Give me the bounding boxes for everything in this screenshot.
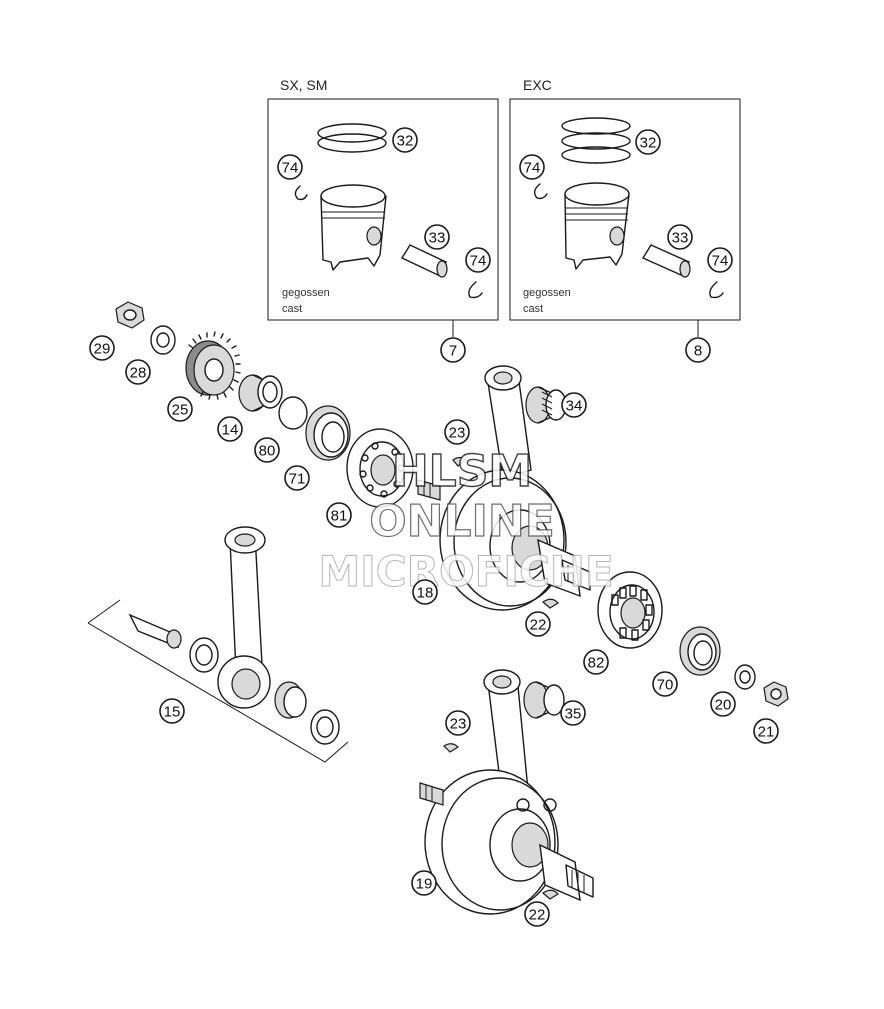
callout-20[interactable]: 20 (710, 691, 736, 717)
svg-text:23: 23 (449, 425, 466, 442)
washer-shape (150, 325, 176, 355)
nut-shape (115, 301, 145, 329)
svg-text:25: 25 (172, 402, 189, 419)
callout-22-upper[interactable]: 22 (525, 611, 551, 637)
variant-note-de-sx-sm: gegossen (282, 287, 330, 299)
crankshaft-assembly-shape (417, 365, 591, 611)
conrod-kit-shape (87, 526, 349, 763)
needle-bearing-lower-shape (523, 681, 565, 719)
svg-text:32: 32 (397, 133, 414, 150)
callout-74-exc-left[interactable]: 74 (519, 154, 545, 180)
main-bearing-left-shape (346, 428, 414, 508)
svg-text:74: 74 (282, 160, 299, 177)
callout-group: 32 74 33 74 32 74 33 74 7 8 29 28 25 14 … (89, 127, 779, 927)
callout-80[interactable]: 80 (254, 437, 280, 463)
o-ring-shape (278, 396, 308, 430)
callout-25[interactable]: 25 (167, 396, 193, 422)
callout-7[interactable]: 7 (440, 337, 466, 363)
svg-text:23: 23 (450, 716, 467, 733)
watermark-line-1: HLSM (392, 446, 532, 497)
circlip-shape (294, 185, 308, 201)
svg-text:29: 29 (94, 341, 111, 358)
callout-74-exc-right[interactable]: 74 (707, 247, 733, 273)
svg-text:74: 74 (524, 160, 541, 177)
svg-text:82: 82 (588, 655, 605, 672)
svg-text:34: 34 (566, 398, 583, 415)
svg-text:70: 70 (657, 677, 674, 694)
callout-82[interactable]: 82 (583, 649, 609, 675)
variant-box-exc: EXC gegossen cast (509, 77, 741, 321)
callout-74-sx-right[interactable]: 74 (465, 247, 491, 273)
variant-title-sx-sm: SX, SM (280, 77, 327, 93)
callout-33-exc[interactable]: 33 (667, 224, 693, 250)
variant-note-en-exc: cast (523, 303, 543, 315)
svg-text:22: 22 (530, 617, 547, 634)
piston-pin-shape (400, 244, 448, 278)
watermark-line-3: MICROFICHE (318, 547, 613, 596)
svg-text:7: 7 (449, 343, 457, 360)
callout-32-sx[interactable]: 32 (392, 127, 418, 153)
callout-74-sx-left[interactable]: 74 (277, 154, 303, 180)
callout-21[interactable]: 21 (753, 718, 779, 744)
callout-35[interactable]: 35 (560, 700, 586, 726)
washer-right-shape (734, 664, 756, 690)
main-bearing-right-shape (597, 571, 663, 649)
callout-81[interactable]: 81 (326, 502, 352, 528)
callout-23-lower[interactable]: 23 (445, 710, 471, 736)
shaft-seal-right-shape (679, 626, 721, 676)
svg-text:74: 74 (712, 253, 729, 270)
svg-text:71: 71 (289, 471, 306, 488)
nut-right-shape (763, 681, 789, 707)
needle-bearing-shape (525, 386, 567, 424)
callout-22-lower[interactable]: 22 (524, 901, 550, 927)
svg-text:19: 19 (416, 876, 433, 893)
callout-34[interactable]: 34 (561, 392, 587, 418)
variant-box-sx-sm: SX, SM gegossen cast (267, 77, 499, 321)
svg-text:20: 20 (715, 697, 732, 714)
callout-15[interactable]: 15 (159, 698, 185, 724)
callout-23-upper[interactable]: 23 (444, 419, 470, 445)
callout-8[interactable]: 8 (685, 337, 711, 363)
svg-text:18: 18 (417, 585, 434, 602)
bushing-shape (238, 374, 283, 412)
svg-text:14: 14 (222, 422, 239, 439)
svg-text:22: 22 (529, 907, 546, 924)
callout-28[interactable]: 28 (125, 359, 151, 385)
svg-text:32: 32 (640, 135, 657, 152)
callout-18[interactable]: 18 (412, 579, 438, 605)
shaft-seal-shape (305, 405, 351, 461)
svg-text:33: 33 (672, 230, 689, 247)
crankshaft-assembly-lower-shape (419, 669, 594, 915)
callout-70[interactable]: 70 (652, 671, 678, 697)
svg-text:28: 28 (130, 365, 147, 382)
gear-shape (185, 331, 241, 400)
callout-19[interactable]: 19 (411, 870, 437, 896)
svg-text:33: 33 (429, 230, 446, 247)
svg-text:81: 81 (331, 508, 348, 525)
svg-text:15: 15 (164, 704, 181, 721)
watermark: HLSM ONLINE MICROFICHE (318, 445, 614, 596)
callout-33-sx[interactable]: 33 (424, 224, 450, 250)
callout-29[interactable]: 29 (89, 335, 115, 361)
svg-text:80: 80 (259, 443, 276, 460)
watermark-line-2: ONLINE (369, 496, 555, 547)
piston-ring-shape (317, 123, 387, 143)
piston-shape (320, 184, 387, 271)
variant-note-de-exc: gegossen (523, 287, 571, 299)
callout-71[interactable]: 71 (284, 465, 310, 491)
variant-note-en-sx-sm: cast (282, 303, 302, 315)
svg-text:35: 35 (565, 706, 582, 723)
svg-text:74: 74 (470, 253, 487, 270)
variant-title-exc: EXC (523, 77, 552, 93)
svg-text:8: 8 (694, 343, 702, 360)
callout-32-exc[interactable]: 32 (635, 129, 661, 155)
callout-14[interactable]: 14 (217, 416, 243, 442)
svg-text:21: 21 (758, 724, 775, 741)
